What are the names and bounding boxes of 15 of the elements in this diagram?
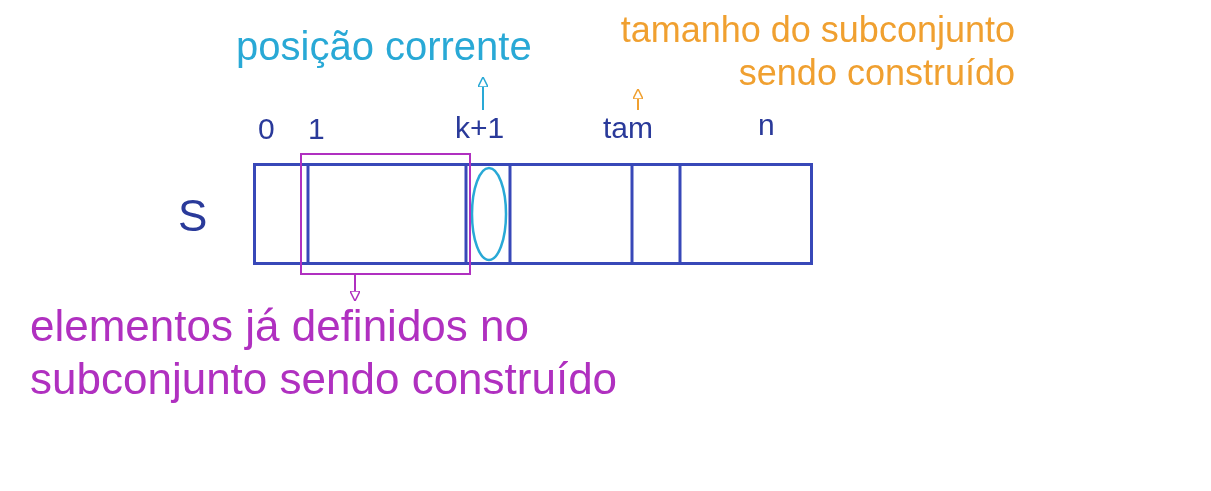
index-label: 1 (308, 112, 325, 146)
annotation-text: elementos já definidos no subconjunto sendo construído (30, 300, 619, 405)
arrow (477, 76, 489, 111)
index-label: 0 (258, 112, 275, 146)
index-label: tam (603, 110, 654, 146)
annotation-text: posição corrente (236, 23, 533, 70)
arrow (349, 274, 361, 302)
circle-mark (470, 166, 508, 262)
index-label: k+1 (455, 110, 506, 146)
highlight-box (300, 153, 471, 275)
arrow (632, 88, 644, 111)
index-label: n (758, 108, 775, 142)
array-bar (253, 163, 813, 265)
annotation-text: tamanho do subconjunto sendo construído (619, 8, 1015, 95)
array-name-label: S (178, 191, 208, 241)
